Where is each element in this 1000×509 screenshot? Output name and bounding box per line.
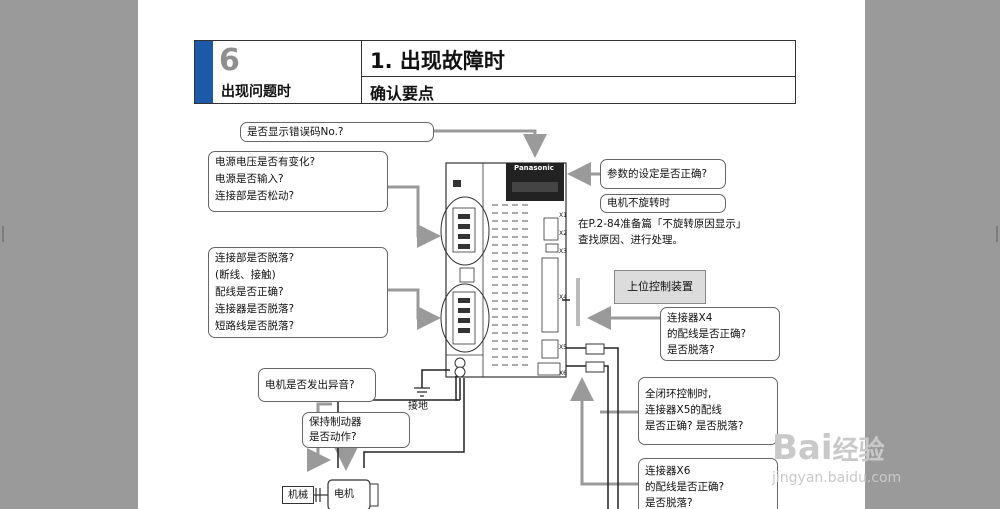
noise-callout: 电机是否发出异音?: [258, 368, 376, 402]
error-code-callout: 是否显示错误码No.?: [240, 122, 434, 142]
port-label-x1: X1: [559, 212, 567, 219]
port-label-x3: X3: [559, 248, 567, 255]
brand-label: Panasonic: [514, 164, 554, 172]
port-label-x5: X5: [559, 344, 567, 351]
port-label-x6: X6: [559, 370, 567, 377]
params-callout: 参数的设定是否正确?: [600, 159, 726, 189]
brake-callout: 保持制动器 是否动作?: [302, 412, 410, 448]
section-label: 出现问题时: [221, 84, 291, 100]
x6-callout: 连接器X6 的配线是否正确? 是否脱落?: [638, 458, 778, 509]
reference-note: 在P.2-84准备篇「不旋转原因显示」 查找原因、进行处理。: [578, 218, 747, 246]
motor-label: 电机: [334, 489, 354, 500]
host-controller-box: 上位控制装置: [614, 270, 706, 304]
port-label-x4: X4: [559, 294, 567, 301]
port-label-x2: X2: [559, 230, 567, 237]
left-gutter-mark: [2, 226, 4, 242]
chapter-header: 6 出现问题时 1. 出现故障时 确认要点: [194, 40, 796, 104]
baidu-watermark-logo: Bai经验: [772, 428, 885, 468]
machine-box: 机械: [282, 486, 314, 504]
x5-callout: 全闭环控制时, 连接器X5的配线 是否正确? 是否脱落?: [638, 377, 778, 445]
page-subtitle: 确认要点: [370, 84, 435, 103]
right-gutter-mark: [996, 226, 998, 242]
power-callout: 电源电压是否有变化? 电源是否输入? 连接部是否松动?: [208, 151, 388, 212]
chapter-color-bar: [195, 41, 213, 103]
x4-callout: 连接器X4 的配线是否正确? 是否脱落?: [660, 307, 780, 361]
diagram-drawing: [307, 129, 660, 509]
chapter-number: 6: [219, 43, 240, 78]
document-page: 6 出现问题时 1. 出现故障时 确认要点: [138, 0, 865, 509]
baidu-watermark-url: jingyan.baidu.com: [772, 470, 902, 486]
page-title: 1. 出现故障时: [370, 49, 505, 73]
motor-not-rotating-callout: 电机不旋转时: [600, 194, 726, 213]
ground-label: 接地: [408, 401, 428, 412]
connection-callout: 连接部是否脱落? (断线、接触) 配线是否正确? 连接器是否脱落? 短路线是否脱…: [208, 247, 388, 338]
